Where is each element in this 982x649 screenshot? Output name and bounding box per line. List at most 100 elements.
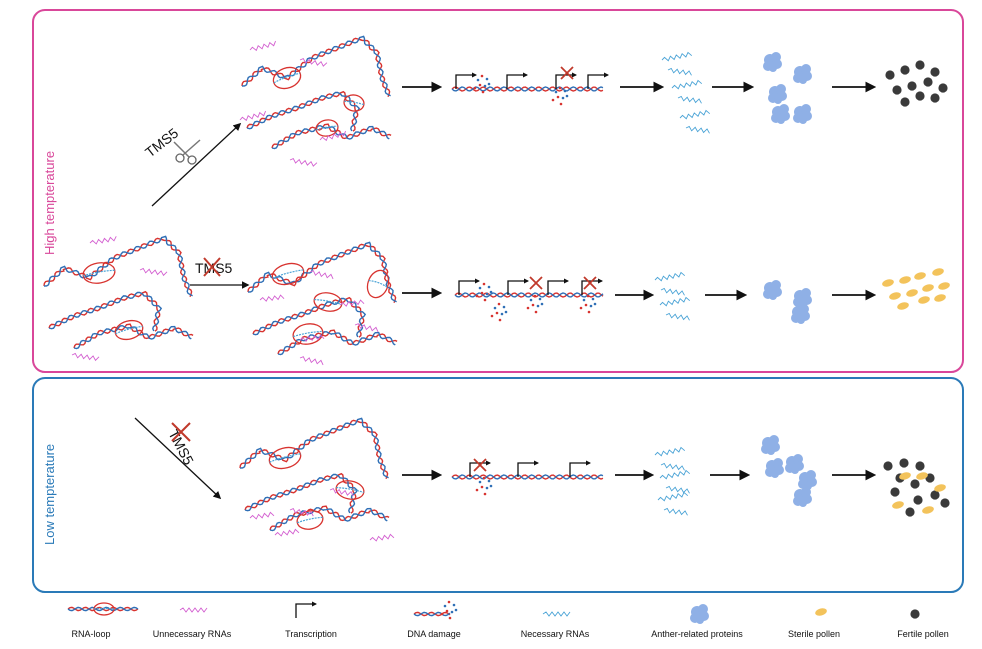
necessary-rna: [657, 491, 689, 516]
necessary-rna-strand: [654, 271, 686, 282]
necessary-rna-strand: [665, 312, 690, 321]
fertile-pollen: [883, 461, 893, 471]
necessary-rna-strand: [661, 51, 693, 62]
legend-sterile-pollen: Sterile pollen: [788, 629, 840, 639]
necessary-rna: [659, 469, 691, 494]
chromatin: [247, 241, 398, 356]
rna-loop: [271, 262, 305, 286]
transcription-arrow: [587, 72, 610, 89]
unnecessary-rna: [249, 511, 275, 520]
unnecessary-rna: [354, 323, 379, 333]
anther-protein: [765, 458, 784, 478]
transcription-arrow: [469, 460, 492, 477]
rna-loop: [292, 323, 324, 345]
sterile-pollen: [918, 296, 930, 304]
scissors-icon: [173, 139, 201, 165]
necessary-rna-strand: [660, 462, 685, 471]
fertile-pollen: [892, 85, 902, 95]
dna-damage-marks: [526, 294, 544, 314]
sterile-pollen: [906, 289, 918, 297]
fertile-pollen: [930, 490, 940, 500]
necessary-rna-strand: [654, 446, 686, 457]
chromatin: [239, 417, 390, 532]
rna-loop: [335, 480, 365, 500]
unnecessary-rna: [89, 236, 117, 245]
fertile-pollen: [910, 479, 920, 489]
fertile-pollen: [923, 77, 933, 87]
dna-strand: [277, 329, 398, 356]
sterile-pollen: [934, 484, 946, 492]
chromatin: [43, 235, 194, 350]
unnecessary-rna: [319, 130, 346, 142]
necessary-rna-strand: [663, 507, 688, 516]
fertile-pollen: [930, 67, 940, 77]
high-temperature-panel: [32, 9, 964, 373]
legend-fertile-pollen: Fertile pollen: [897, 629, 949, 639]
rna-loop: [114, 319, 144, 341]
anther-protein: [690, 604, 709, 624]
fertile-pollen: [900, 65, 910, 75]
necessary-rna-strand: [685, 125, 710, 134]
necessary-rna-strand: [660, 287, 685, 296]
rna-layer: [71, 40, 395, 542]
unnecessary-rna: [71, 352, 100, 362]
high-temperature-label: High tempterature: [42, 151, 57, 255]
fertile-pollen: [910, 609, 920, 619]
unnecessary-rna: [299, 356, 324, 366]
unnecessary-rna: [369, 533, 395, 542]
necessary-rna-strand: [667, 67, 692, 76]
unnecessary-rna: [274, 528, 300, 537]
anther-protein: [768, 84, 787, 104]
legend-necessary-rnas: Necessary RNAs: [521, 629, 590, 639]
dna-damage-marks: [440, 600, 458, 620]
sterile-pollen: [815, 608, 827, 616]
fertile-pollen: [930, 93, 940, 103]
necessary-rna: [679, 109, 711, 134]
unnecessary-rna: [259, 294, 285, 302]
necessary-rna: [654, 271, 686, 296]
unnecessary-rna: [289, 157, 318, 167]
dna-strand: [244, 472, 359, 514]
necessary-rna-strand: [679, 109, 711, 120]
rna-loop: [296, 510, 324, 530]
anther-protein: [793, 288, 812, 308]
unnecessary-rna: [139, 267, 168, 277]
rna-loop: [366, 269, 390, 299]
tms5-knockout-low-arrow: [134, 417, 222, 500]
dna-damage-marks: [473, 74, 491, 94]
unnecessary-rna: [239, 110, 266, 122]
unnecessary-rna: [249, 40, 276, 52]
dna-strand: [239, 417, 389, 479]
dna-strand: [413, 611, 451, 617]
legend-rna-loop: RNA-loop: [71, 629, 110, 639]
legend-dna-damage: DNA damage: [407, 629, 461, 639]
fertile-pollen: [900, 97, 910, 107]
flow-arrows: [402, 81, 877, 481]
rna-loop: [343, 94, 365, 112]
anther-protein: [771, 104, 790, 124]
necessary-rna: [542, 611, 571, 617]
sterile-pollen: [899, 276, 911, 284]
transcription-arrow: [507, 278, 530, 295]
anther-protein: [798, 470, 817, 490]
unnecessary-rna: [329, 487, 354, 497]
unnecessary-rna: [299, 57, 328, 67]
sterile-pollen: [892, 501, 904, 509]
fertile-pollen: [915, 60, 925, 70]
cross-icon: [560, 66, 574, 80]
fertile-pollen: [938, 83, 948, 93]
unnecessary-rna: [289, 507, 314, 517]
legend-transcription: Transcription: [285, 629, 337, 639]
sterile-pollen: [889, 292, 901, 300]
transcription-arrow: [547, 278, 570, 295]
fertile-pollen: [890, 487, 900, 497]
cross-icon: [529, 276, 543, 290]
legend: RNA-loop Unnecessary RNAs Transcription …: [67, 600, 949, 639]
fertile-pollen: [915, 91, 925, 101]
rna-loop: [272, 66, 302, 90]
product-layer: [654, 51, 950, 517]
anther-protein: [763, 280, 782, 300]
legend-unnecessary-rnas: Unnecessary RNAs: [153, 629, 232, 639]
transcription-arrow: [569, 460, 592, 477]
